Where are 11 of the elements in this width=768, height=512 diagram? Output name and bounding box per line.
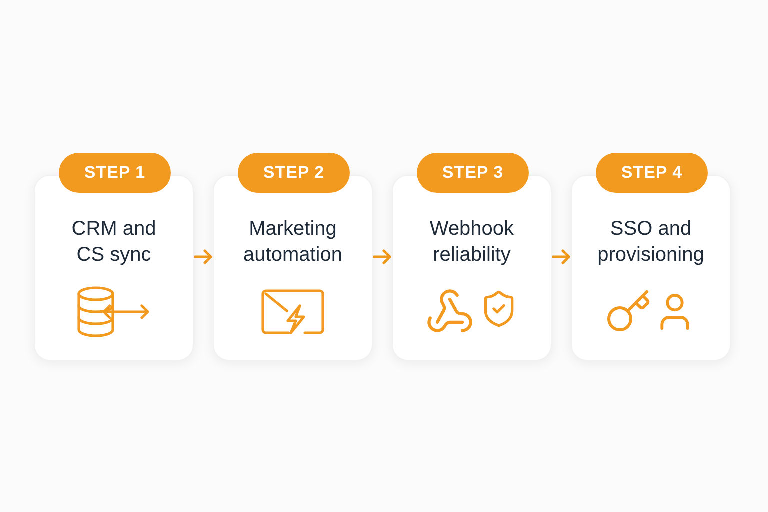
step-badge: STEP 1 (59, 153, 171, 193)
step-badge: STEP 2 (238, 153, 350, 193)
arrow (194, 250, 212, 264)
step-badge: STEP 3 (417, 153, 529, 193)
step-title: SSO and provisioning (596, 217, 706, 268)
step-title: CRM and CS sync (70, 217, 158, 268)
step-title: Webhook reliability (428, 217, 516, 268)
arrow (552, 250, 570, 264)
step-title: Marketing automation (242, 217, 344, 268)
step-badge: STEP 4 (596, 153, 708, 193)
arrow (372, 250, 392, 264)
